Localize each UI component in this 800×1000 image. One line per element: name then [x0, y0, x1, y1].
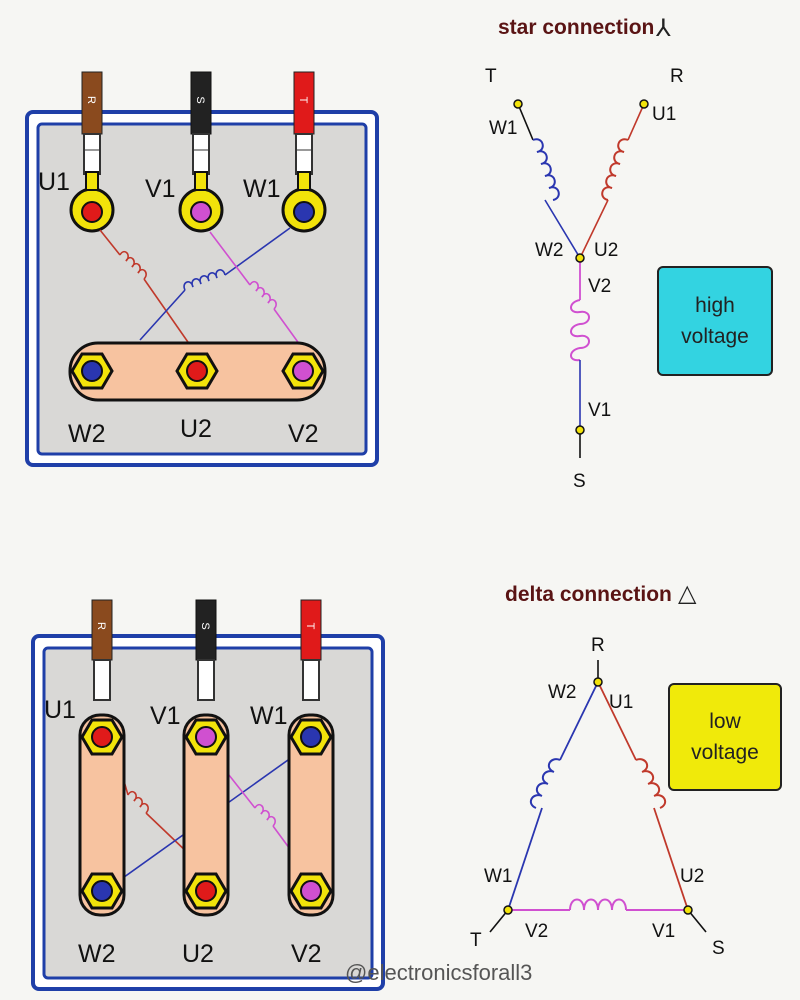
delta-node-top: [593, 677, 603, 687]
delta-box-label-w2: W2: [78, 940, 116, 968]
star-box-winding-v: [209, 231, 301, 346]
cable-r-delta: R: [91, 599, 113, 661]
lug-w1: [281, 133, 327, 233]
star-box-label-u2: U2: [180, 415, 212, 443]
star-title: star connection: [498, 16, 654, 39]
star-node-w1: [513, 99, 523, 109]
delta-node-right: [683, 905, 693, 915]
cable-r-delta-letter: R: [95, 622, 107, 630]
star-box-label-v2: V2: [288, 420, 319, 448]
delta-box-label-w1: W1: [250, 702, 288, 730]
cable-t-letter: T: [297, 97, 309, 104]
delta-title: delta connection: [505, 583, 672, 606]
delta-label-r: R: [591, 635, 605, 656]
star-label-u1: U1: [652, 104, 676, 125]
star-symbol: ⅄: [655, 15, 671, 42]
delta-label-w2: W2: [548, 682, 577, 703]
high-voltage-line1: high: [695, 294, 735, 317]
low-voltage-line2: voltage: [691, 741, 759, 764]
delta-link-bar-3: [287, 713, 335, 917]
star-label-w1: W1: [489, 118, 518, 139]
delta-box-label-u2: U2: [182, 940, 214, 968]
star-label-t: T: [485, 66, 497, 87]
delta-label-w1: W1: [484, 866, 513, 887]
star-terminal-box: R S T: [25, 71, 379, 467]
cable-r: R: [81, 71, 103, 135]
star-label-v2: V2: [588, 276, 611, 297]
star-label-r: R: [670, 66, 684, 87]
star-label-u2: U2: [594, 240, 618, 261]
high-voltage-line2: voltage: [681, 325, 749, 348]
lug-u1: [69, 133, 115, 233]
delta-symbol: △: [678, 580, 697, 607]
star-box-label-w1: W1: [243, 175, 281, 203]
delta-terminal-box: R S T: [31, 599, 385, 991]
cable-t-delta-letter: T: [304, 623, 316, 630]
delta-label-v1: V1: [652, 921, 675, 942]
delta-label-s: S: [712, 938, 725, 959]
cable-r-letter: R: [85, 96, 97, 104]
delta-label-v2: V2: [525, 921, 548, 942]
delta-label-u1: U1: [609, 692, 633, 713]
star-node-center: [575, 253, 585, 263]
delta-link-bar-2: [182, 713, 230, 917]
low-voltage-line1: low: [709, 710, 741, 733]
cable-s-letter: S: [194, 96, 206, 103]
delta-link-bar-1: [78, 713, 126, 917]
delta-label-t: T: [470, 930, 482, 951]
star-label-s: S: [573, 471, 586, 492]
delta-box-label-u1: U1: [44, 696, 76, 724]
cable-s-delta-letter: S: [199, 622, 211, 629]
lug-v1: [178, 133, 224, 233]
delta-label-u2: U2: [680, 866, 704, 887]
star-label-w2: W2: [535, 240, 564, 261]
star-node-v1: [575, 425, 585, 435]
star-link-bar: [68, 341, 327, 402]
star-box-winding-u: [99, 229, 191, 346]
star-box-label-v1: V1: [145, 175, 176, 203]
star-box-label-u1: U1: [38, 168, 70, 196]
star-box-label-w2: W2: [68, 420, 106, 448]
delta-node-left: [503, 905, 513, 915]
low-voltage-box: low voltage: [668, 683, 782, 791]
cable-t-delta: T: [300, 599, 322, 661]
star-label-v1: V1: [588, 400, 611, 421]
cable-s: S: [190, 71, 212, 135]
cable-t: T: [293, 71, 315, 135]
delta-box-label-v2: V2: [291, 940, 322, 968]
star-node-u1: [639, 99, 649, 109]
star-schematic: star connection ⅄ T R W1 U1 W2 U2 V2 V1 …: [485, 15, 684, 492]
high-voltage-box: high voltage: [657, 266, 773, 376]
delta-box-label-v1: V1: [150, 702, 181, 730]
watermark: @electronicsforall3: [345, 960, 533, 985]
delta-schematic: delta connection △ R W2 U1 W1 U2 T V2 V1…: [470, 580, 725, 959]
cable-s-delta: S: [195, 599, 217, 661]
